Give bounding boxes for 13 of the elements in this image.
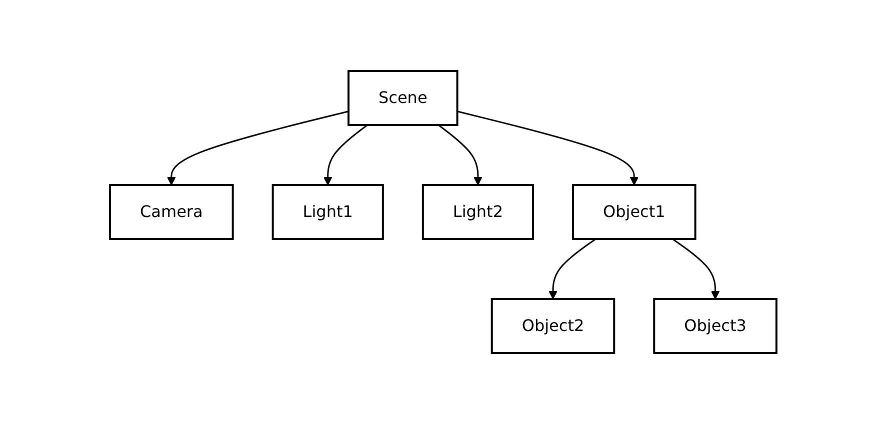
arrow [672, 238, 720, 299]
node-box: Light1 [272, 184, 384, 240]
arrow [548, 238, 596, 299]
node-box: Scene [347, 70, 458, 126]
node-box: Camera [108, 184, 234, 240]
node-box: Object1 [572, 184, 696, 240]
node-box: Object2 [490, 298, 615, 354]
arrow [323, 124, 368, 185]
arrow [166, 110, 348, 185]
node-box: Light2 [422, 184, 534, 240]
node-box: Object3 [652, 298, 778, 354]
arrow [438, 124, 482, 185]
arrow [456, 110, 638, 185]
